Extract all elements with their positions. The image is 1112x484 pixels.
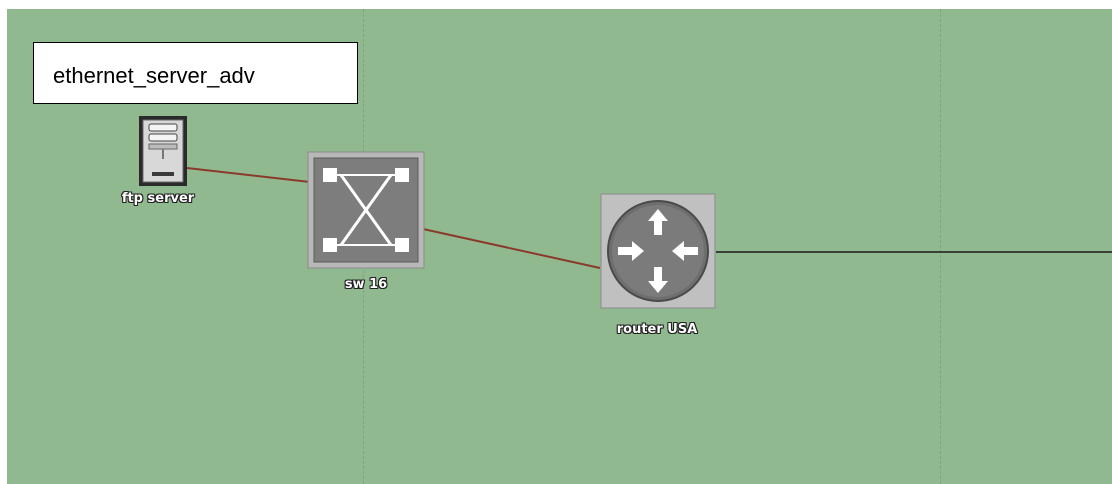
switch-icon bbox=[307, 151, 425, 269]
node-router-usa[interactable] bbox=[600, 193, 716, 309]
link-sw16-to-router bbox=[422, 228, 601, 269]
node-label: router USA bbox=[616, 322, 698, 337]
grid-line bbox=[940, 9, 941, 484]
link-ftp-server-to-sw16 bbox=[186, 167, 311, 183]
network-canvas[interactable]: ftp server sw 16 router USA bbox=[7, 9, 1112, 484]
diagram-title: ethernet_server_adv bbox=[53, 63, 255, 88]
node-ftp-server[interactable] bbox=[138, 115, 188, 187]
links-layer bbox=[186, 167, 1112, 269]
node-label: ftp server bbox=[121, 191, 195, 206]
router-icon bbox=[600, 193, 716, 309]
node-sw16[interactable] bbox=[307, 151, 425, 269]
diagram-title-box: ethernet_server_adv bbox=[33, 42, 358, 104]
node-label: sw 16 bbox=[344, 277, 388, 292]
server-icon bbox=[139, 116, 187, 186]
